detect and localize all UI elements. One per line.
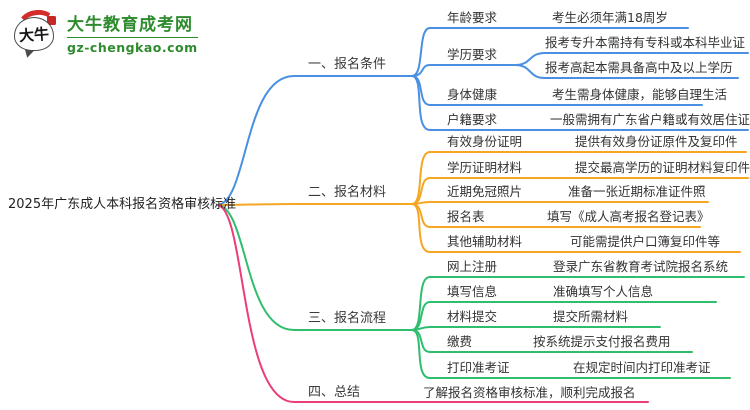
branch3-lines — [217, 204, 745, 379]
branch3-leaf-submit: 提交所需材料 — [553, 309, 629, 324]
branch3-child-register-label: 网上注册 — [447, 259, 498, 274]
branch2-label: 二、报名材料 — [308, 185, 387, 200]
logo-site-domain: gz-chengkao.com — [67, 36, 198, 55]
branch1-leaf-age: 考生必须年满18周岁 — [552, 10, 668, 25]
root-topic: 2025年广东成人本科报名资格审核标准 — [8, 197, 237, 212]
branch2-leaf-diploma: 提交最高学历的证明材料复印件 — [575, 160, 750, 175]
branch3-child-fill-label: 填写信息 — [447, 284, 498, 299]
branch3-label: 三、报名流程 — [308, 311, 387, 326]
branch2-child-form-label: 报名表 — [447, 209, 485, 224]
branch4-lines — [217, 204, 649, 403]
site-logo: 大牛 大牛教育成考网 gz-chengkao.com — [12, 7, 198, 56]
branch2-leaf-other: 可能需提供户口簿复印件等 — [570, 234, 721, 249]
branch2-child-other-label: 其他辅助材料 — [447, 234, 523, 249]
branch1-child-age-label: 年龄要求 — [447, 10, 498, 25]
branch1-leaf-health: 考生需身体健康，能够自理生活 — [552, 87, 728, 102]
branch1-leaf-residence: 一般需拥有广东省户籍或有效居住证 — [550, 112, 750, 127]
branch3-child-print-label: 打印准考证 — [447, 360, 510, 375]
branch1-label: 一、报名条件 — [308, 57, 387, 72]
branch3-leaf-pay: 按系统提示支付报名费用 — [533, 334, 671, 349]
branch3-leaf-print: 在规定时间内打印准考证 — [573, 360, 711, 375]
branch2-leaf-form: 填写《成人高考报名登记表》 — [547, 209, 710, 224]
logo-mark-text: 大牛 — [18, 24, 50, 45]
logo-bull-icon: 大牛 — [12, 7, 58, 56]
branch1-lines — [217, 27, 749, 206]
branch3-child-pay-label: 缴费 — [447, 334, 473, 349]
logo-site-name: 大牛教育成考网 — [67, 14, 193, 35]
branch1-leaf-education-1: 报考专升本需持有专科或本科毕业证 — [545, 35, 746, 50]
branch3-child-submit-label: 材料提交 — [447, 309, 498, 324]
logo-seal-icon — [47, 16, 56, 25]
branch3-leaf-fill: 准确填写个人信息 — [553, 284, 654, 299]
branch4-leaf-summary: 了解报名资格审核标准，顺利完成报名 — [423, 385, 636, 400]
branch2-child-id-label: 有效身份证明 — [447, 134, 523, 149]
branch2-child-diploma-label: 学历证明材料 — [447, 160, 523, 175]
branch3-leaf-register: 登录广东省教育考试院报名系统 — [553, 259, 729, 274]
branch1-child-education-label: 学历要求 — [447, 47, 498, 62]
branch4-label: 四、总结 — [308, 385, 361, 400]
branch2-lines — [217, 151, 749, 253]
branch2-child-photo-label: 近期免冠照片 — [447, 184, 523, 199]
branch1-child-residence-label: 户籍要求 — [447, 112, 498, 127]
branch1-leaf-education-2: 报考高起本需具备高中及以上学历 — [545, 60, 733, 75]
branch2-leaf-id: 提供有效身份证原件及复印件 — [575, 134, 738, 149]
logo-speech-bubble: 大牛 — [14, 17, 54, 51]
branch2-leaf-photo: 准备一张近期标准证件照 — [568, 184, 706, 199]
branch1-child-health-label: 身体健康 — [447, 87, 498, 102]
